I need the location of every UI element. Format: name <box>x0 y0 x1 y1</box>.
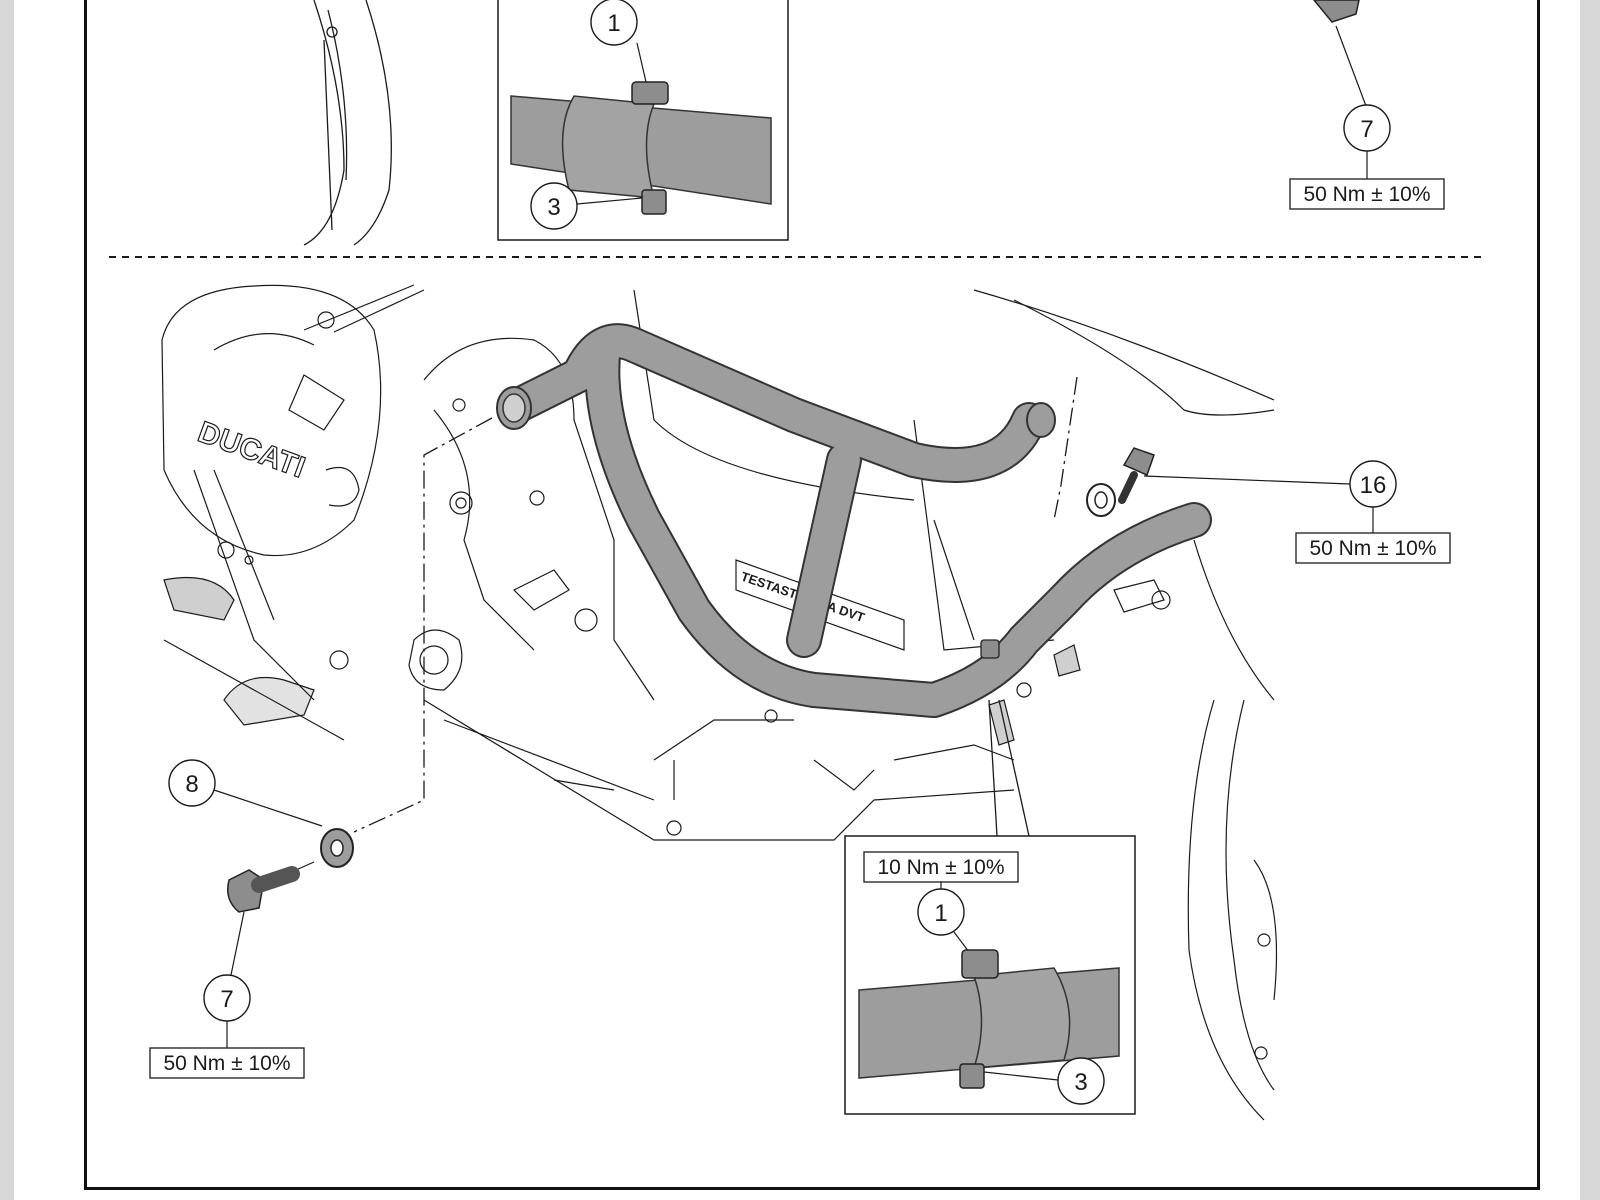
callout-circle <box>1057 1057 1105 1105</box>
torque-value: 50 Nm ± 10% <box>163 1052 290 1075</box>
torque-value: 10 Nm ± 10% <box>877 856 1004 879</box>
top-inset-collar <box>561 95 656 199</box>
assembly-drawing: 1 3 7 50 Nm ± 10% DUCATI <box>109 0 1486 1121</box>
callout-number-7: 7 <box>1360 116 1373 143</box>
bottom-inset-detail: 10 Nm ± 10% 1 3 <box>844 699 1136 1115</box>
socket-bolt-icon <box>1313 0 1360 23</box>
top-inset-nut-3 <box>641 189 667 215</box>
torque-box <box>1289 178 1445 210</box>
part-8-7-group: 8 7 50 Nm ± 10% <box>149 417 493 1079</box>
torque-box <box>149 1047 305 1079</box>
crash-bar-end-right <box>1026 402 1056 438</box>
top-inset-detail: 1 3 <box>497 0 789 241</box>
callout-number-1: 1 <box>934 900 947 927</box>
clamp-bolt <box>980 639 1000 659</box>
bottom-inset-bolt-1 <box>961 949 999 979</box>
socket-bolt-icon <box>1122 447 1155 477</box>
callout-number-8: 8 <box>185 771 198 798</box>
torque-value: 50 Nm ± 10% <box>1303 183 1430 206</box>
part-16-group: 16 50 Nm ± 10% <box>1053 376 1451 564</box>
crash-bar <box>496 323 1212 718</box>
manual-page: 1 3 7 50 Nm ± 10% DUCATI <box>14 0 1580 1200</box>
callout-number-7: 7 <box>220 986 233 1013</box>
bottom-inset-collar <box>972 967 1071 1069</box>
top-inset-bolt-1 <box>631 81 669 105</box>
torque-value: 50 Nm ± 10% <box>1309 537 1436 560</box>
callout-circle <box>168 759 216 807</box>
callout-number-3: 3 <box>547 194 560 221</box>
top-right-bolt-group: 7 50 Nm ± 10% <box>1289 0 1445 210</box>
torque-box <box>1295 532 1451 564</box>
top-left-engine-sketch <box>303 0 392 246</box>
callout-circle <box>530 182 578 230</box>
callout-number-1: 1 <box>607 10 620 37</box>
callout-circle <box>590 0 638 46</box>
callout-circle <box>917 888 965 936</box>
callout-number-16: 16 <box>1360 472 1387 499</box>
page-frame <box>84 0 1540 1190</box>
callout-number-3: 3 <box>1074 1069 1087 1096</box>
bottom-inset-nut-3 <box>959 1063 985 1089</box>
torque-box <box>863 851 1019 883</box>
ducati-logo: DUCATI <box>194 416 310 485</box>
